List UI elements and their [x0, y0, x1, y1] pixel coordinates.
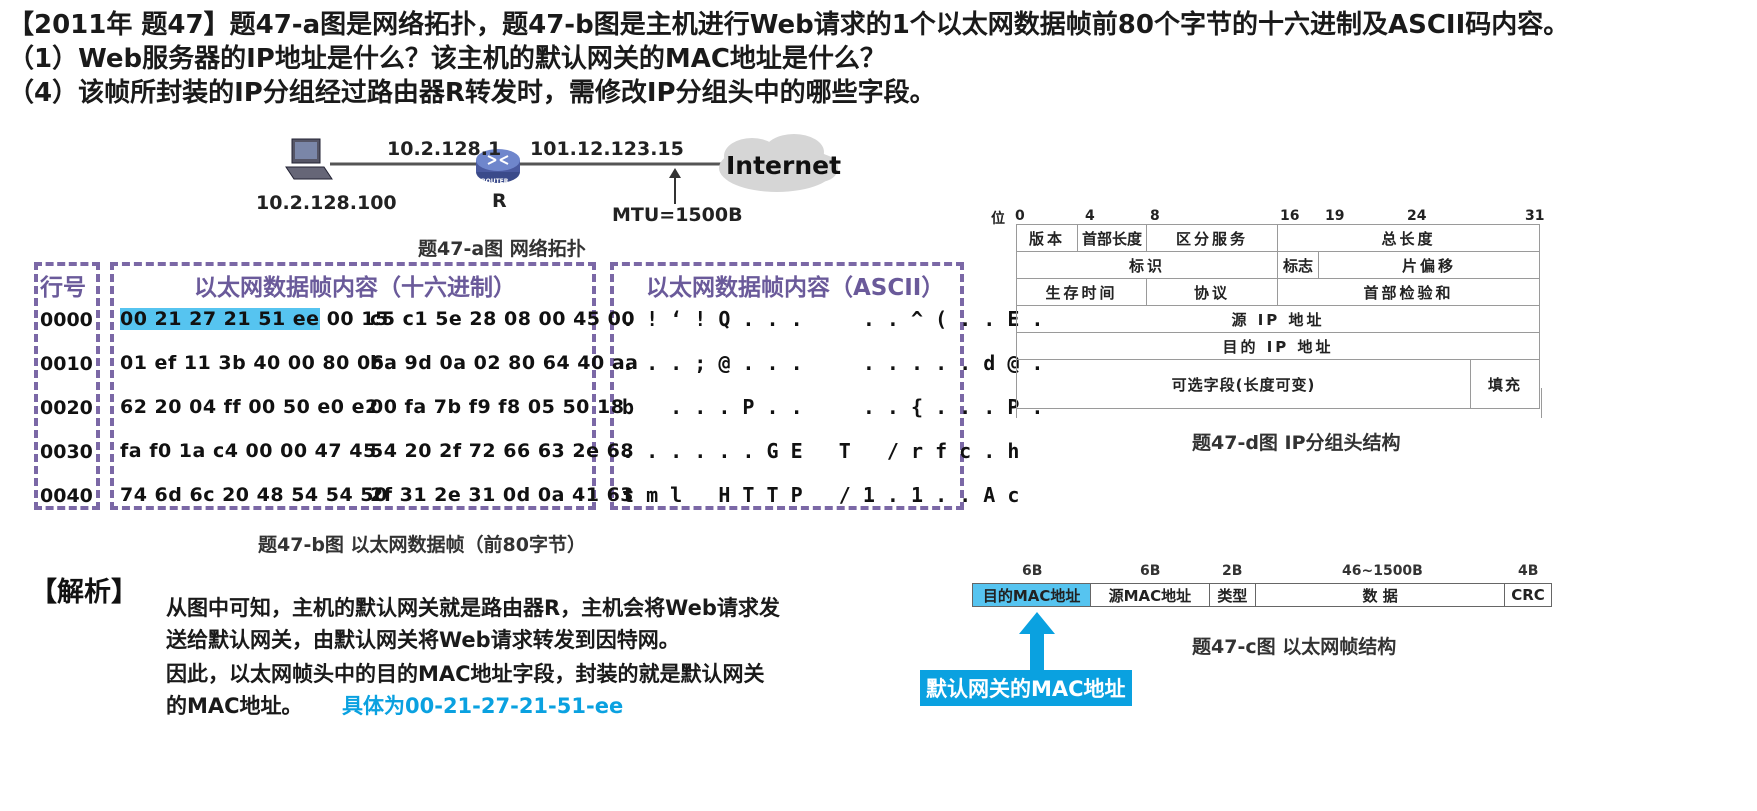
row-number: 0020 [40, 397, 93, 419]
eth-size: 4B [1518, 563, 1539, 579]
ip-total-length: 总长度 [1277, 224, 1540, 252]
ascii-row: . . . ; @ . . . . . . . . d @ . [622, 351, 1044, 375]
router-left-ip: 10.2.128.1 [387, 138, 502, 160]
mtu-label: MTU=1500B [612, 204, 743, 226]
eth-size: 6B [1140, 563, 1161, 579]
router-right-ip: 101.12.123.15 [530, 138, 684, 160]
ascii-row: b . . . P . . . . { . . . P . [622, 395, 1044, 419]
hex-content-box [110, 262, 596, 510]
topology-caption: 题47-a图 网络拓扑 [418, 238, 586, 260]
bit-label: 位 [991, 211, 1005, 227]
bit-number: 31 [1525, 208, 1545, 224]
dest-mac-highlight: 00 21 27 21 51 ee [120, 308, 320, 330]
hex-bytes-part-a: 62 20 04 ff 00 50 e0 e2 [120, 396, 379, 418]
row-number: 0040 [40, 485, 93, 507]
hex-bytes-part-a: 01 ef 11 3b 40 00 80 06 [120, 352, 385, 374]
bit-number: 16 [1280, 208, 1300, 224]
ip-checksum: 首部检验和 [1277, 278, 1540, 306]
ascii-row: t m l H T T P / 1 . 1 . . A c [622, 483, 1020, 507]
router-badge: ROUTER [481, 178, 509, 185]
hex-bytes-part-a: fa f0 1a c4 00 00 47 45 [120, 440, 377, 462]
eth-frame-caption: 题47-c图 以太网帧结构 [1192, 636, 1397, 658]
ascii-row: . . . . . . G E T / r f c . h [622, 439, 1020, 463]
gateway-mac-callout: 默认网关的MAC地址 [920, 670, 1132, 706]
ip-padding: 填充 [1470, 359, 1540, 409]
analysis-para-2a: 因此，以太网帧头中的目的MAC地址字段，封装的就是默认网关 [166, 662, 765, 686]
header-row-number: 行号 [40, 275, 86, 301]
internet-label: Internet [726, 151, 842, 180]
ip-options-continuation [1016, 388, 1542, 418]
host-ip: 10.2.128.100 [256, 192, 397, 214]
eth-crc: CRC [1504, 583, 1552, 607]
ip-header-length: 首部长度 [1077, 224, 1147, 252]
ip-protocol: 协议 [1146, 278, 1278, 306]
eth-src-mac: 源MAC地址 [1090, 583, 1210, 607]
eth-type: 类型 [1208, 583, 1257, 607]
hex-bytes-part-b: c5 c1 5e 28 08 00 45 00 [370, 308, 636, 330]
ip-source: 源 IP 地址 [1016, 305, 1540, 333]
hex-bytes-part-b: 00 fa 7b f9 f8 05 50 18 [370, 396, 625, 418]
ip-destination: 目的 IP 地址 [1016, 332, 1540, 360]
bit-number: 8 [1150, 208, 1160, 224]
ip-version: 版本 [1016, 224, 1078, 252]
computer-icon [284, 135, 336, 189]
ip-ttl: 生存时间 [1016, 278, 1147, 306]
eth-frame-table: 目的MAC地址 源MAC地址 类型 数 据 CRC [971, 583, 1552, 607]
analysis-para-1a: 从图中可知，主机的默认网关就是路由器R，主机会将Web请求发 [166, 596, 780, 620]
eth-size: 2B [1222, 563, 1243, 579]
eth-size: 46~1500B [1342, 563, 1423, 579]
question-line-3: （4）该帧所封装的IP分组经过路由器R转发时，需修改IP分组头中的哪些字段。 [8, 78, 936, 108]
ip-tos: 区分服务 [1146, 224, 1278, 252]
ip-fragment-offset: 片偏移 [1318, 251, 1540, 279]
row-number: 0030 [40, 441, 93, 463]
router-label: R [492, 190, 507, 212]
router-icon [474, 146, 522, 190]
ascii-content-box [610, 262, 964, 510]
hex-bytes-part-a: 00 15 [326, 308, 389, 330]
ip-options: 可选字段(长度可变) [1016, 359, 1471, 409]
bit-number: 0 [1015, 208, 1025, 224]
hex-bytes-part-a: 74 6d 6c 20 48 54 54 50 [120, 484, 388, 506]
up-arrow-icon [1015, 610, 1059, 676]
topology-lines [330, 162, 730, 204]
header-ascii: 以太网数据帧内容（ASCII） [646, 275, 945, 301]
analysis-para-1b: 送给默认网关，由默认网关将Web请求转发到因特网。 [166, 628, 680, 652]
bit-number: 24 [1407, 208, 1427, 224]
row-number: 0000 [40, 309, 93, 331]
ip-identification: 标识 [1016, 251, 1278, 279]
analysis-mac-answer: 具体为00-21-27-21-51-ee [342, 694, 624, 718]
frame-caption: 题47-b图 以太网数据帧（前80字节） [258, 534, 586, 556]
frame-hex-row: 00 21 27 21 51 ee 00 15 [120, 308, 389, 330]
hex-bytes-part-b: 54 20 2f 72 66 63 2e 68 [370, 440, 635, 462]
analysis-label: 【解析】 [30, 577, 138, 608]
ip-flags: 标志 [1277, 251, 1319, 279]
ascii-row: . ! ‘ ! Q . . . . . ^ ( . . E . [622, 307, 1044, 331]
eth-size: 6B [1022, 563, 1043, 579]
question-line-1: 【2011年 题47】题47-a图是网络拓扑，题47-b图是主机进行Web请求的… [8, 10, 1570, 40]
bit-number: 19 [1325, 208, 1345, 224]
bit-number: 4 [1085, 208, 1095, 224]
row-number-box [34, 262, 100, 510]
header-hex: 以太网数据帧内容（十六进制） [194, 275, 516, 301]
ip-header-caption: 题47-d图 IP分组头结构 [1192, 432, 1401, 454]
hex-bytes-part-b: ba 9d 0a 02 80 64 40 aa [370, 352, 639, 374]
cloud-icon [712, 130, 842, 204]
network-topology [270, 120, 850, 230]
eth-dest-mac: 目的MAC地址 [971, 583, 1092, 607]
eth-data: 数 据 [1255, 583, 1506, 607]
analysis-para-2b: 的MAC地址。 [166, 694, 303, 718]
question-line-2: （1）Web服务器的IP地址是什么？该主机的默认网关的MAC地址是什么？ [8, 44, 886, 74]
hex-bytes-part-b: 2f 31 2e 31 0d 0a 41 63 [370, 484, 635, 506]
ip-header-table: 版本 首部长度 区分服务 总长度 标识 标志 片偏移 生存时间 协议 首部检验和… [1016, 224, 1540, 409]
row-number: 0010 [40, 353, 93, 375]
